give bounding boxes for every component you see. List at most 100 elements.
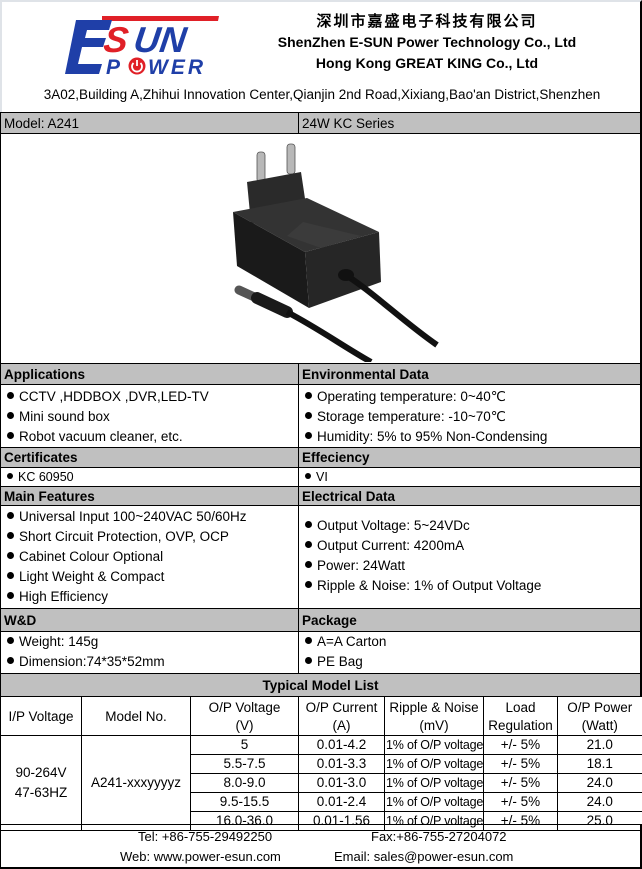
company-block: 深圳市嘉盛电子科技有限公司 ShenZhen E-SUN Power Techn…: [252, 10, 602, 74]
model-bar: Model: A241 24W KC Series: [0, 112, 642, 134]
list-item: Weight: 145g: [7, 632, 298, 652]
model-list-title-bar: Typical Model List: [0, 673, 642, 696]
series-label: 24W KC Series: [302, 116, 395, 131]
current-cell: 0.01-3.0: [298, 773, 385, 793]
section-body-row-2: KC 60950 VI: [0, 468, 642, 486]
power-cell: 18.1: [557, 754, 642, 774]
regulation-cell: +/- 5%: [483, 735, 558, 755]
wd-list: Weight: 145g Dimension:74*35*52mm: [1, 632, 298, 672]
applications-title: Applications: [4, 367, 86, 382]
model-no-cell: A241-xxxyyyyz: [81, 735, 191, 831]
power-cell: 24.0: [557, 792, 642, 812]
package-list: A=A Carton PE Bag: [299, 632, 640, 672]
electrical-list: Output Voltage: 5~24VDc Output Current: …: [299, 516, 640, 596]
section-header-row-3: Main Features Electrical Data: [0, 486, 642, 506]
power-cell: 24.0: [557, 773, 642, 793]
list-item: High Efficiency: [7, 587, 298, 607]
company-name-hk: Hong Kong GREAT KING Co., Ltd: [315, 55, 539, 71]
current-cell: 0.01-4.2: [298, 735, 385, 755]
list-item: Output Current: 4200mA: [305, 536, 640, 556]
list-item: Humidity: 5% to 95% Non-Condensing: [305, 427, 640, 447]
bullet-icon: [7, 592, 14, 599]
list-item: Cabinet Colour Optional: [7, 547, 298, 567]
list-item: Mini sound box: [7, 407, 298, 427]
table-header-row: I/P Voltage Model No. O/P Voltage(V) O/P…: [0, 696, 642, 736]
efficiency-list: VI: [299, 468, 640, 486]
list-item: Power: 24Watt: [305, 556, 640, 576]
ripple-cell: 1% of O/P voltage: [384, 754, 484, 774]
certificates-list: KC 60950: [1, 468, 298, 486]
logo-graphic: S UN P WER: [65, 16, 219, 79]
company-name-cn: 深圳市嘉盛电子科技有限公司: [316, 12, 538, 30]
regulation-cell: +/- 5%: [483, 754, 558, 774]
voltage-cell: 8.0-9.0: [190, 773, 299, 793]
bullet-icon: [305, 473, 311, 479]
ripple-cell: 1% of O/P voltage: [384, 792, 484, 812]
bullet-icon: [305, 581, 312, 588]
power-adapter-image: [233, 143, 439, 362]
ripple-cell: 1% of O/P voltage: [384, 773, 484, 793]
list-item: CCTV ,HDDBOX ,DVR,LED-TV: [7, 387, 298, 407]
col-ip-voltage: I/P Voltage: [0, 696, 82, 736]
col-op-current: O/P Current(A): [298, 696, 385, 736]
col-op-power: O/P Power(Watt): [557, 696, 642, 736]
section-body-row-3: Universal Input 100~240VAC 50/60Hz Short…: [0, 506, 642, 608]
footer-web[interactable]: Web: www.power-esun.com: [120, 849, 281, 864]
bullet-icon: [7, 532, 14, 539]
environmental-title: Environmental Data: [302, 367, 429, 382]
list-item: Short Circuit Protection, OVP, OCP: [7, 527, 298, 547]
footer: Tel: +86-755-29492250 Fax:+86-755-272040…: [0, 824, 642, 869]
regulation-cell: +/- 5%: [483, 773, 558, 793]
electrical-title: Electrical Data: [302, 489, 396, 504]
list-item: Ripple & Noise: 1% of Output Voltage: [305, 576, 640, 596]
list-item: Storage temperature: -10~70℃: [305, 407, 640, 427]
header: S UN P WER 深圳市嘉盛电子科技有限公司 ShenZhen E-SUN …: [0, 0, 642, 112]
model-list-title: Typical Model List: [262, 678, 379, 693]
esun-power-logo: S UN P WER: [62, 12, 222, 79]
model-table: I/P Voltage Model No. O/P Voltage(V) O/P…: [0, 696, 642, 831]
bullet-icon: [7, 412, 14, 419]
company-address: 3A02,Building A,Zhihui Innovation Center…: [43, 87, 601, 102]
list-item: KC 60950: [7, 468, 298, 486]
voltage-cell: 5: [190, 735, 299, 755]
section-header-row-2: Certificates Effeciency: [0, 447, 642, 468]
table-row: 16.0-36.0 0.01-1.56 1% of O/P voltage +/…: [1, 811, 642, 831]
voltage-cell: 9.5-15.5: [190, 792, 299, 812]
bullet-icon: [7, 432, 14, 439]
certificates-title: Certificates: [4, 450, 78, 465]
main-features-title: Main Features: [4, 489, 95, 504]
list-item: VI: [305, 468, 640, 486]
product-image-area: [0, 134, 642, 363]
footer-email[interactable]: Email: sales@power-esun.com: [334, 849, 514, 864]
bullet-icon: [305, 412, 312, 419]
section-header-row-4: W&D Package: [0, 608, 642, 632]
bullet-icon: [7, 552, 14, 559]
package-title: Package: [302, 613, 357, 628]
bullet-icon: [7, 637, 14, 644]
list-item: Output Voltage: 5~24VDc: [305, 516, 640, 536]
efficiency-title: Effeciency: [302, 450, 370, 465]
table-row: 8.0-9.0 0.01-3.0 1% of O/P voltage +/- 5…: [1, 773, 642, 793]
environmental-list: Operating temperature: 0~40℃ Storage tem…: [299, 387, 640, 447]
bullet-icon: [305, 561, 312, 568]
table-row: 9.5-15.5 0.01-2.4 1% of O/P voltage +/- …: [1, 792, 642, 812]
wd-title: W&D: [4, 613, 37, 628]
applications-list: CCTV ,HDDBOX ,DVR,LED-TV Mini sound box …: [1, 387, 298, 447]
section-body-row-4: Weight: 145g Dimension:74*35*52mm A=A Ca…: [0, 632, 642, 673]
bullet-icon: [305, 392, 312, 399]
power-cell: 21.0: [557, 735, 642, 755]
bullet-icon: [305, 657, 312, 664]
company-name-en: ShenZhen E-SUN Power Technology Co., Ltd: [277, 34, 577, 50]
svg-text:UN: UN: [131, 19, 190, 60]
col-model-no: Model No.: [81, 696, 191, 736]
footer-fax: Fax:+86-755-27204072: [371, 829, 507, 844]
list-item: A=A Carton: [305, 632, 640, 652]
bullet-icon: [7, 572, 14, 579]
regulation-cell: +/- 5%: [483, 792, 558, 812]
col-ripple-noise: Ripple & Noise(mV): [384, 696, 484, 736]
ripple-cell: 1% of O/P voltage: [384, 735, 484, 755]
